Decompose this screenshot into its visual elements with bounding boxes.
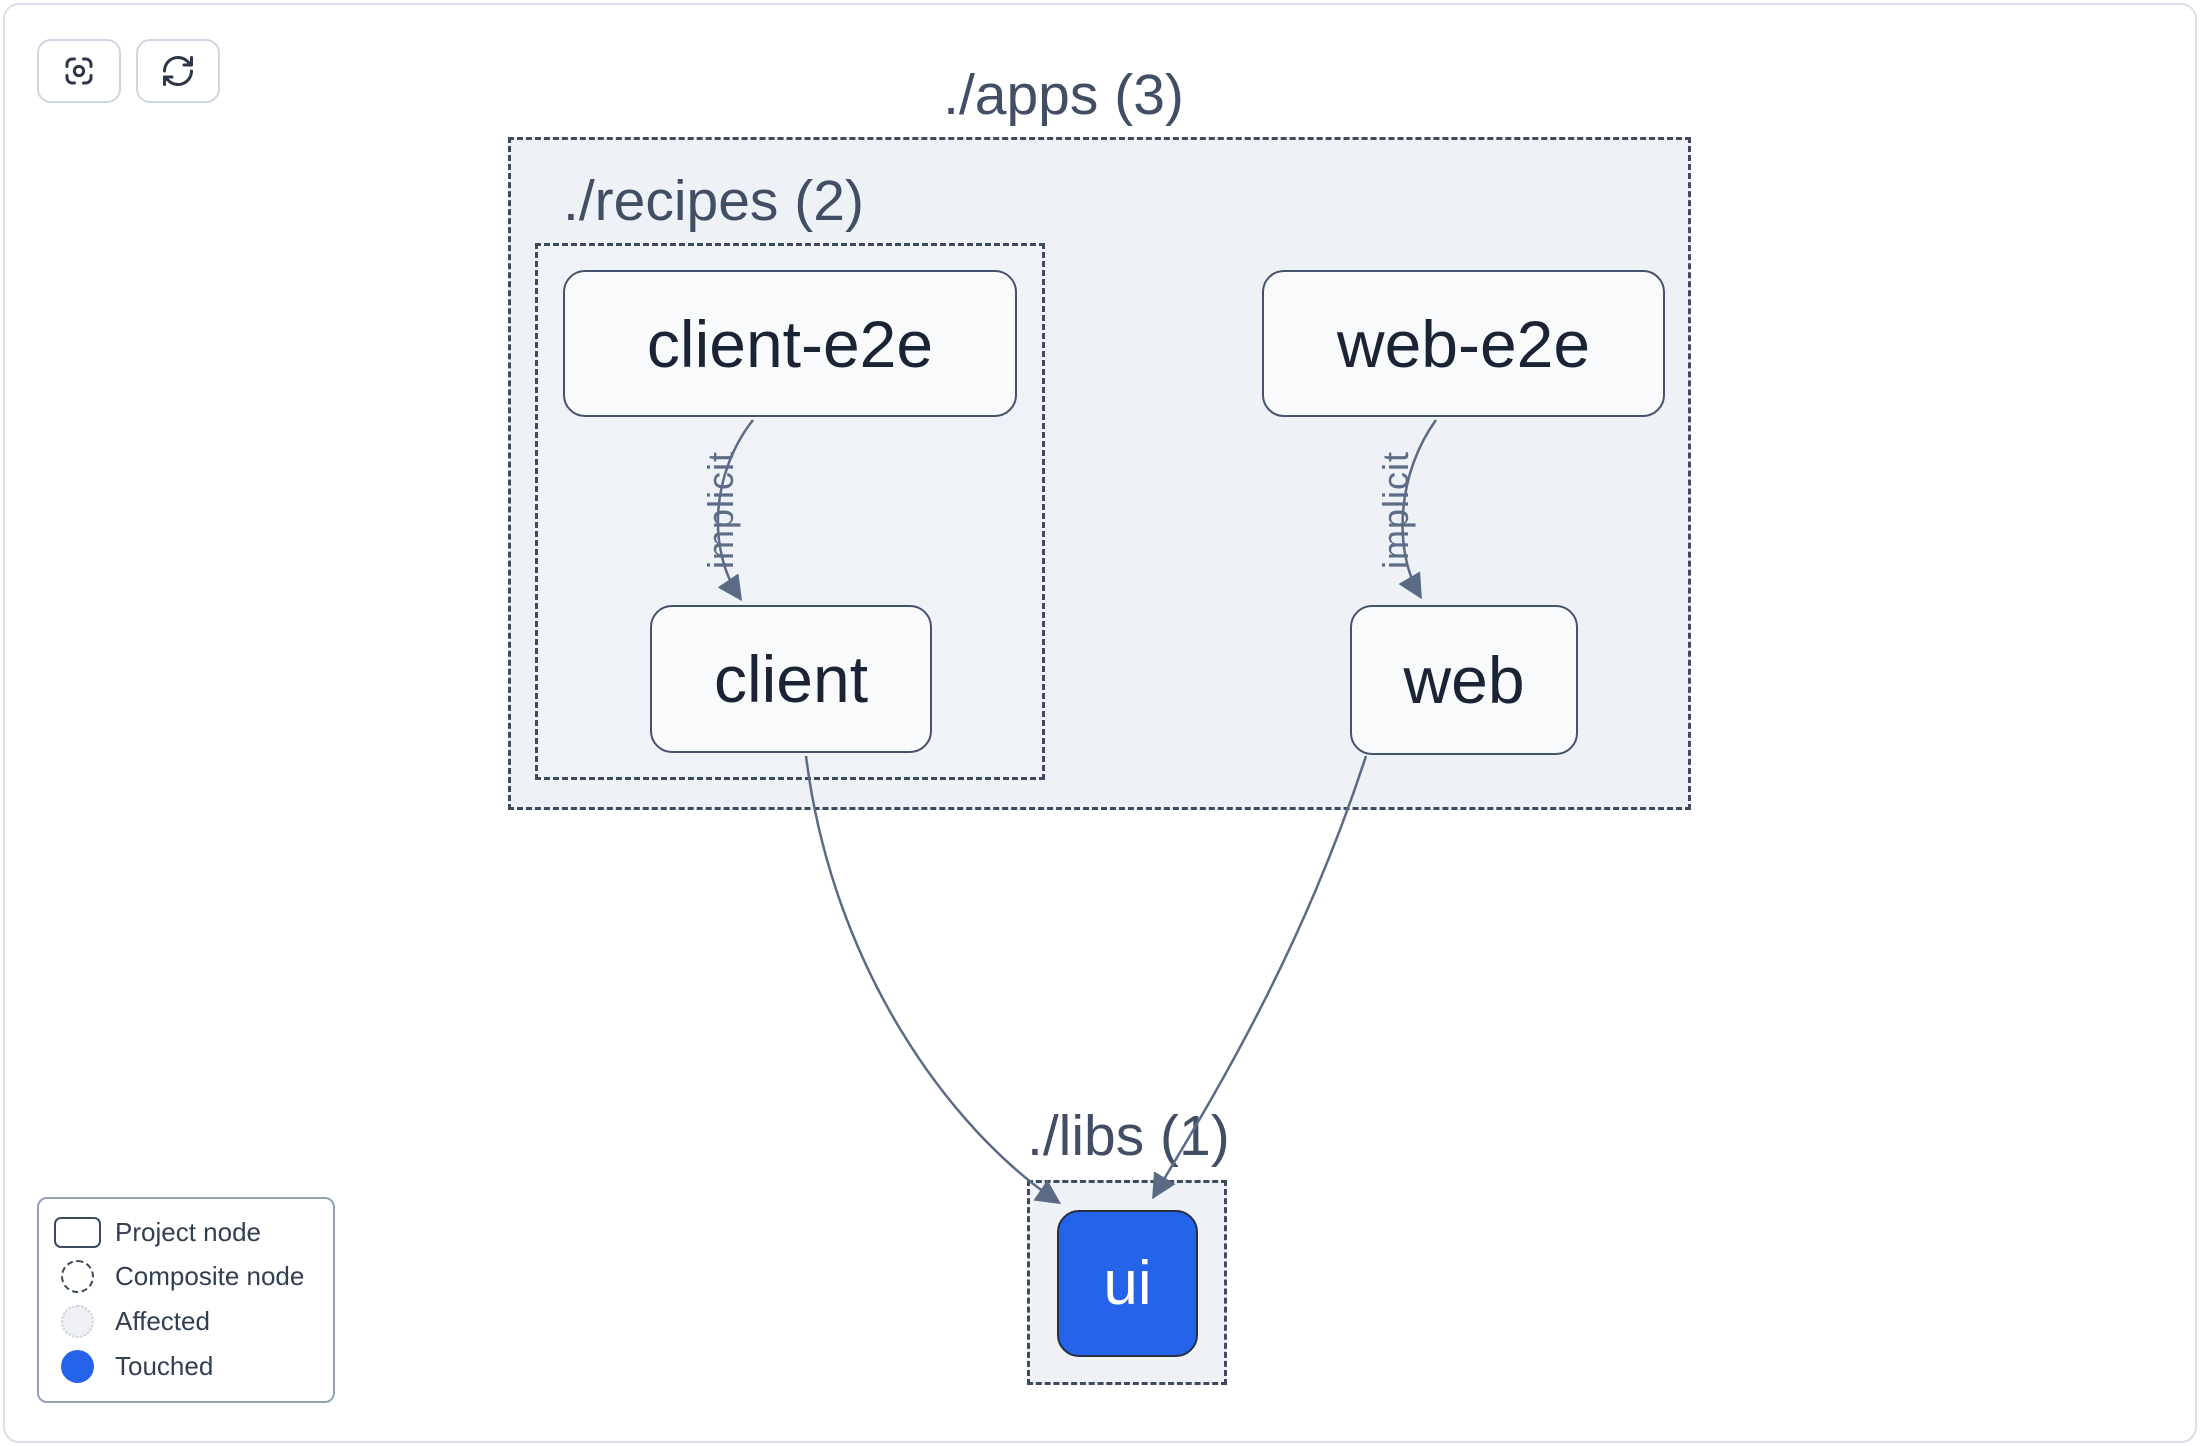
container-label-recipes: ./recipes (2)	[563, 169, 864, 233]
project-node-icon	[53, 1217, 101, 1248]
edge-label-implicit-client: implicit	[700, 451, 741, 570]
container-label-libs: ./libs (1)	[1027, 1104, 1230, 1168]
container-label-apps: ./apps (3)	[943, 63, 1184, 127]
legend-item-touched: Touched	[39, 1350, 333, 1383]
touched-icon	[60, 1350, 94, 1383]
composite-node-icon	[60, 1260, 94, 1293]
legend-item-affected: Affected	[39, 1305, 333, 1338]
legend-label: Touched	[115, 1351, 214, 1381]
legend-panel: Project node Composite node Affected Tou…	[37, 1197, 335, 1403]
project-node-ui-touched[interactable]: ui	[1057, 1210, 1198, 1357]
refresh-icon	[160, 53, 196, 89]
project-node-client[interactable]: client	[650, 605, 932, 753]
project-node-web-e2e[interactable]: web-e2e	[1262, 270, 1665, 417]
project-node-client-e2e[interactable]: client-e2e	[563, 270, 1017, 417]
affected-icon	[60, 1305, 94, 1338]
legend-label: Composite node	[115, 1261, 305, 1291]
project-node-web[interactable]: web	[1350, 605, 1578, 755]
legend-item-project-node: Project node	[39, 1217, 333, 1248]
legend-label: Affected	[115, 1306, 210, 1336]
legend-label: Project node	[115, 1217, 261, 1247]
legend-item-composite-node: Composite node	[39, 1260, 333, 1293]
focus-target-icon	[61, 53, 97, 89]
center-graph-button[interactable]	[37, 39, 121, 103]
edge-label-implicit-web: implicit	[1375, 451, 1416, 570]
refresh-graph-button[interactable]	[136, 39, 220, 103]
edge-client-ui	[804, 755, 1062, 1205]
